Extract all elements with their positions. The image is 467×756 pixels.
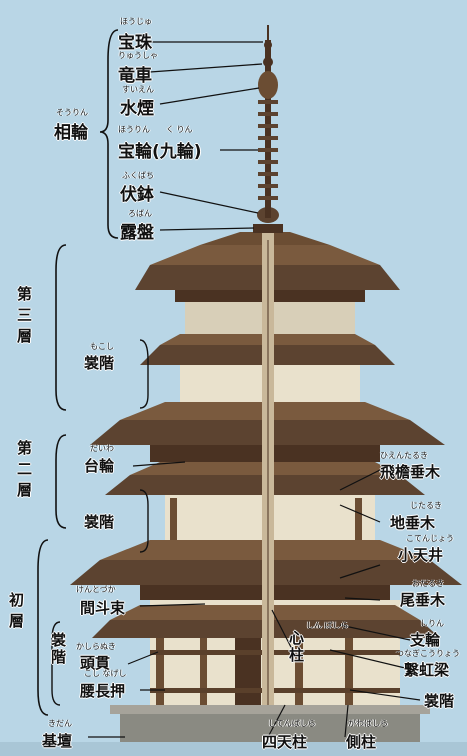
first-story-door xyxy=(235,630,261,705)
third-story-label: 第三層 xyxy=(15,286,33,349)
sorin-group-reading: そうりん xyxy=(56,108,88,117)
kotenjo-label: 小天井 xyxy=(398,546,444,564)
horin-label: 宝輪(九輪) xyxy=(118,142,202,162)
shirin-reading: しりん xyxy=(420,619,444,628)
koshinageshi-reading: こし なげし xyxy=(84,669,127,678)
second-story-post-l xyxy=(170,498,177,540)
mokoshi-low-label: 裳階 xyxy=(49,632,67,666)
odaruki-label: 尾垂木 xyxy=(400,591,446,609)
suien-label: 水煙 xyxy=(120,99,154,119)
spire-rod xyxy=(265,40,271,218)
hientaruki-label: 飛檐垂木 xyxy=(380,463,441,481)
mokoshi-mid-bracket xyxy=(139,489,149,553)
third-story-bracket xyxy=(55,244,67,411)
ryusha xyxy=(263,57,273,67)
sorin-leaders xyxy=(149,41,263,231)
gawabashira-reading: がわばしら xyxy=(348,719,388,728)
ground xyxy=(0,742,467,756)
ring-1 xyxy=(258,100,278,104)
mokoshi-upper-reading: もこし xyxy=(90,342,114,351)
shitenbashira-label: 四天柱 xyxy=(262,733,308,751)
first-story-posts-right xyxy=(345,620,353,705)
roban-reading: ろばん xyxy=(128,209,152,218)
first-story-label: 初層 xyxy=(7,592,25,634)
left-leaders xyxy=(88,461,206,738)
second-story-label: 第二層 xyxy=(15,440,33,503)
hientaruki-reading: ひえんたるき xyxy=(380,451,428,460)
ring-8 xyxy=(258,184,278,188)
hoju-label: 宝珠 xyxy=(118,33,152,53)
kashiranuki-beam xyxy=(150,650,400,655)
fukubachi-label: 伏鉢 xyxy=(120,185,154,205)
tsunagikouryo-label: 繋虹梁 xyxy=(404,661,450,679)
shinbashira-reading: しん ばしら xyxy=(306,621,349,630)
mokoshi-upper-label: 裳階 xyxy=(84,354,115,372)
mokoshi-mid-label: 裳階 xyxy=(84,513,115,531)
horin-reading: ほうりん く りん xyxy=(118,125,193,134)
first-story-posts-mid1 xyxy=(200,620,207,705)
first-story-posts-mid2 xyxy=(295,615,303,705)
ryusha-label: 竜車 xyxy=(118,66,152,86)
first-story-bracket xyxy=(37,539,49,716)
suien xyxy=(258,71,278,99)
mokoshi-low-bracket xyxy=(51,621,61,706)
koshinageshi-label: 腰長押 xyxy=(80,682,126,700)
sorin-group-label: 相輪 xyxy=(54,123,88,143)
kidan-reading: きだん xyxy=(48,719,72,728)
kidan-top xyxy=(110,705,430,714)
shinbashira-label: 心柱 xyxy=(287,630,305,664)
daiwa-reading: だいわ xyxy=(90,444,114,453)
first-story-posts-left xyxy=(156,620,164,705)
kotenjo-reading: こてんじょう xyxy=(406,534,454,543)
kidan-label: 基壇 xyxy=(42,732,73,750)
second-story-bracket xyxy=(55,434,67,529)
ryusha-reading: りゅうしゃ xyxy=(118,51,158,60)
odaruki-reading: おだるき xyxy=(412,579,444,588)
ring-4 xyxy=(258,136,278,140)
koshinageshi-beam xyxy=(150,688,400,693)
right-leaders xyxy=(267,469,421,738)
kashiranuki-label: 頭貫 xyxy=(80,654,111,672)
ring-2 xyxy=(258,112,278,116)
hoju xyxy=(264,41,272,49)
roban-base xyxy=(253,224,283,233)
mokoshi-upper-bracket xyxy=(139,339,149,409)
ring-5 xyxy=(258,148,278,152)
jitaruki-reading: じたるき xyxy=(410,501,442,510)
ring-9 xyxy=(258,196,278,200)
daiwa-label: 台輪 xyxy=(84,457,115,475)
kashiranuki-reading: かしらぬき xyxy=(76,642,116,651)
roban-label: 露盤 xyxy=(120,223,154,243)
mokoshi-right-label: 裳階 xyxy=(424,692,455,710)
tsunagikouryo-reading: つなぎこうりょう xyxy=(396,649,460,658)
fukubachi-reading: ふくばち xyxy=(122,171,154,180)
shirin-label: 支輪 xyxy=(410,631,441,649)
jitaruki-label: 地垂木 xyxy=(390,514,436,532)
ring-7 xyxy=(258,172,278,176)
ring-3 xyxy=(258,124,278,128)
kentozuka-label: 間斗束 xyxy=(80,599,126,617)
sorin-bracket xyxy=(99,29,119,239)
kentozuka-reading: けんとづか xyxy=(76,585,116,594)
gawabashira-label: 側柱 xyxy=(346,733,377,751)
suien-reading: すいえん xyxy=(122,85,154,94)
hoju-reading: ほうじゅ xyxy=(120,17,152,26)
second-story-post-r xyxy=(355,498,362,540)
ring-6 xyxy=(258,160,278,164)
kidan-platform xyxy=(120,712,420,742)
shitenbashira-reading: してんばしら xyxy=(268,719,316,728)
